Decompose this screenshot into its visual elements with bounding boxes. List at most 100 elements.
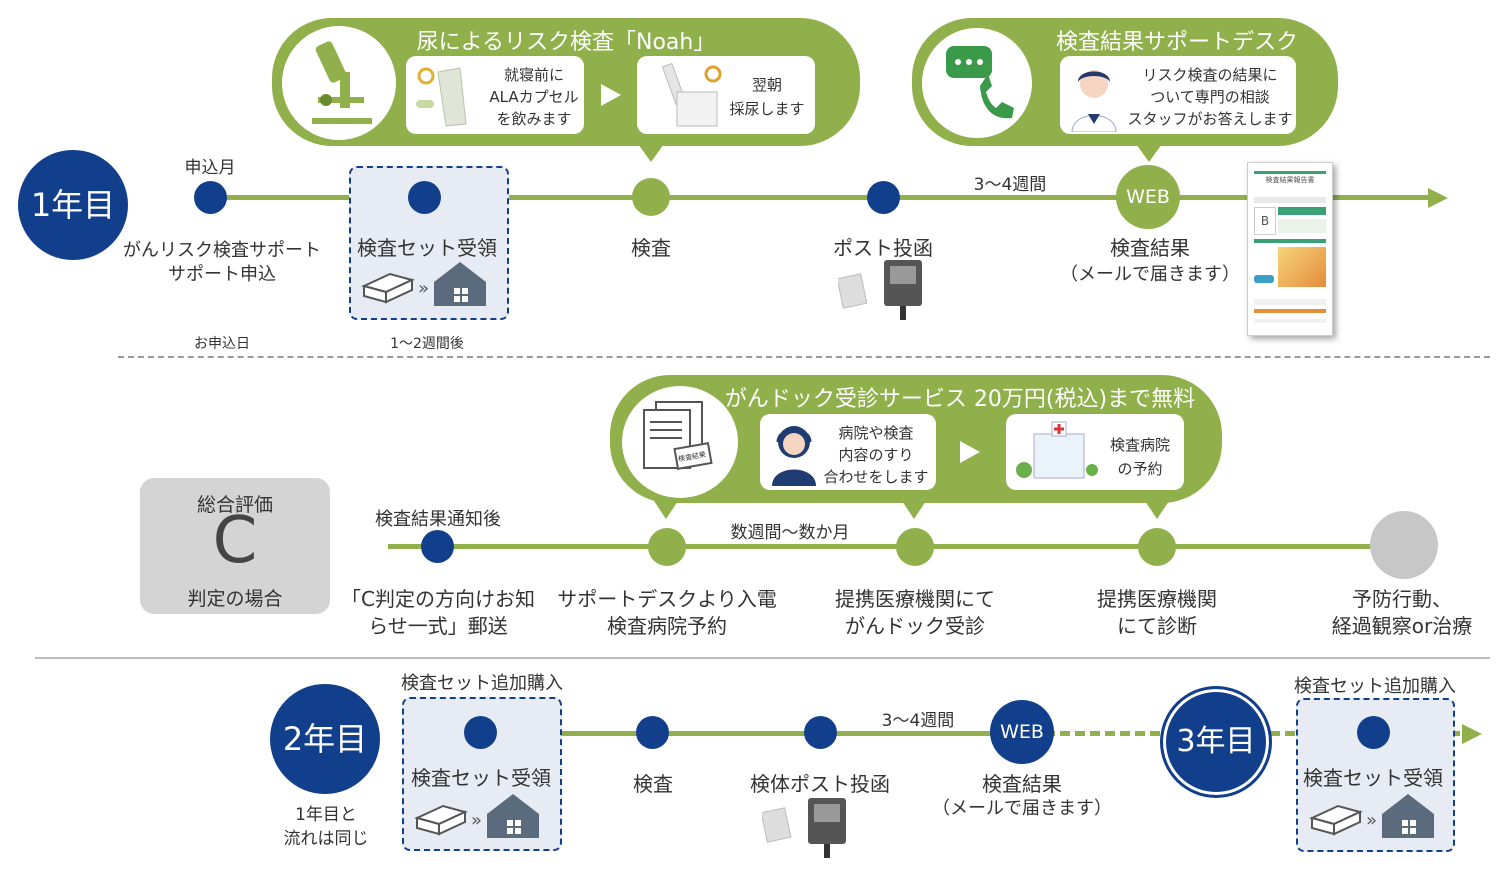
year2-timeline — [480, 731, 1030, 736]
year2-badge: 2年目 — [270, 684, 380, 794]
dock-step2-line1: 検査病院 — [1109, 436, 1171, 454]
grade-c-box: 総合評価 C 判定の場合 — [140, 478, 330, 614]
section-divider-solid — [35, 657, 1490, 659]
noah-step2-line1: 翌朝 — [751, 76, 783, 94]
post-dot-y1 — [867, 181, 900, 214]
weeks-label-y1: 3～4週間 — [973, 175, 1047, 195]
notify-label-1: 「C判定の方向けお知 — [341, 587, 535, 611]
gradec-weeks-label: 数週間～数か月 — [730, 523, 850, 543]
grade-c-bottom: 判定の場合 — [187, 588, 283, 610]
test-label-y2: 検査 — [633, 772, 673, 796]
documents-icon: 検査結果 — [622, 386, 738, 498]
notify-dot — [421, 530, 454, 563]
dock-step1-line3: 合わせをします — [823, 468, 929, 486]
noah-step2-card: 翌朝 採尿します — [637, 56, 815, 134]
dock-step1-line1: 病院や検査 — [838, 424, 914, 442]
post-label-y1: ポスト投函 — [833, 236, 933, 260]
diagnosis-label-1: 提携医療機関 — [1097, 587, 1217, 611]
dock-step1-line2: 内容のすり — [838, 446, 914, 464]
report-header: 検査結果報告書 — [1265, 176, 1315, 184]
dock-step-arrow-icon — [960, 441, 980, 463]
apply-label-1: がんリスク検査サポート — [123, 240, 321, 261]
grade-c-letter: C — [212, 504, 258, 578]
dock-label-2: がんドック受診 — [845, 614, 985, 638]
final-dot — [1370, 511, 1438, 579]
dock-dot — [896, 528, 934, 566]
noah-title: 尿によるリスク検査「Noah」 — [416, 30, 716, 55]
post-dot-y2 — [804, 716, 837, 749]
test-dot-y2 — [636, 716, 669, 749]
mailbox-icon — [838, 260, 922, 320]
glass-of-water-icon — [416, 67, 467, 127]
support-desk-card: リスク検査の結果に ついて専門の相談 スタッフがお答えします — [1060, 56, 1296, 134]
weeks-label-y2: 3～4週間 — [881, 711, 955, 731]
noah-bubble-pointer — [638, 144, 664, 162]
staff-avatar-icon — [1071, 70, 1117, 132]
year1-timeline — [210, 195, 1430, 200]
support-desk-line3: スタッフがお答えします — [1127, 110, 1293, 128]
section-divider-dashed — [118, 356, 1490, 358]
dock-step1-card: 病院や検査 内容のすり 合わせをします — [760, 414, 936, 490]
apply-label-2: サポート申込 — [168, 264, 276, 285]
notify-label-2: らせ一式」郵送 — [368, 614, 508, 638]
support-desk-line2: ついて専門の相談 — [1150, 88, 1270, 106]
noah-step1-line1: 就寝前に — [503, 66, 565, 84]
dock-label-1: 提携医療機関にて — [835, 587, 995, 611]
apply-month-label: 申込月 — [184, 158, 236, 178]
year3-arrowhead-icon — [1462, 724, 1482, 744]
dock-pointer-1 — [654, 501, 678, 519]
kit-receive-label-y2: 検査セット受領 — [411, 766, 551, 790]
call-label-1: サポートデスクより入電 — [557, 587, 777, 611]
svg-text:»: » — [1366, 810, 1377, 831]
kit-receive-dot-y2 — [464, 716, 497, 749]
year1-arrowhead-icon — [1428, 188, 1448, 208]
year2-same-2: 流れは同じ — [283, 829, 369, 849]
kit-receive-dot-y1 — [408, 181, 441, 214]
noah-step1-line3: を飲みます — [496, 110, 572, 128]
support-desk-title: 検査結果サポートデスク — [1055, 30, 1299, 55]
year3-badge: 3年目 — [1160, 686, 1272, 798]
dock-step2-line2: の予約 — [1117, 460, 1163, 478]
box-to-house-icon: » — [361, 262, 486, 306]
year2-purchase-label: 検査セット追加購入 — [401, 673, 563, 694]
result-label-y2: 検査結果 — [982, 772, 1062, 796]
support-desk-pointer — [1136, 144, 1162, 162]
final-label-2: 経過観察or治療 — [1331, 614, 1473, 638]
diagnosis-label-2: にて診断 — [1117, 614, 1197, 638]
svg-text:»: » — [418, 278, 429, 299]
diagnosis-dot — [1138, 528, 1176, 566]
step-arrow-icon — [601, 84, 621, 106]
post-label-y2: 検体ポスト投函 — [750, 772, 890, 796]
support-desk-line1: リスク検査の結果に — [1142, 66, 1278, 84]
call-dot — [648, 528, 686, 566]
result-report-document: 検査結果報告書 B — [1247, 162, 1333, 336]
gradec-timeline — [388, 544, 1398, 549]
apply-day-label: お申込日 — [194, 336, 250, 352]
mailbox-icon-y2 — [762, 798, 846, 858]
cancer-dock-title: がんドック受診サービス 20万円(税込)まで無料 — [724, 387, 1196, 412]
call-label-2: 検査病院予約 — [607, 614, 727, 638]
kit-receive-dot-y3 — [1357, 716, 1390, 749]
phone-chat-icon — [922, 28, 1032, 138]
noah-step1-card: 就寝前に ALAカプセル を飲みます — [406, 56, 584, 134]
test-dot-y1 — [632, 178, 670, 216]
microscope-icon — [282, 26, 396, 140]
noah-step1-line2: ALAカプセル — [489, 88, 579, 106]
year1-badge: 1年目 — [18, 150, 128, 260]
urine-cup-icon — [661, 62, 722, 127]
box-to-house-icon-y3: » — [1309, 794, 1434, 838]
test-label-y1: 検査 — [631, 236, 671, 260]
box-to-house-icon-y2: » — [414, 794, 539, 838]
web-dot-y1: WEB — [1116, 165, 1180, 229]
grade-c-top: 総合評価 — [196, 494, 273, 516]
dock-step2-card: 検査病院 の予約 — [1006, 414, 1184, 490]
dock-pointer-2 — [902, 501, 926, 519]
result-label-y1: 検査結果 — [1110, 236, 1190, 260]
kit-receive-label-y3: 検査セット受領 — [1303, 766, 1443, 790]
web-dot-y2: WEB — [990, 700, 1054, 764]
apply-dot — [194, 181, 227, 214]
notify-label: 検査結果通知後 — [375, 509, 501, 530]
kit-receive-label-y1: 検査セット受領 — [357, 236, 497, 260]
final-label-1: 予防行動、 — [1352, 587, 1452, 611]
svg-text:»: » — [471, 810, 482, 831]
